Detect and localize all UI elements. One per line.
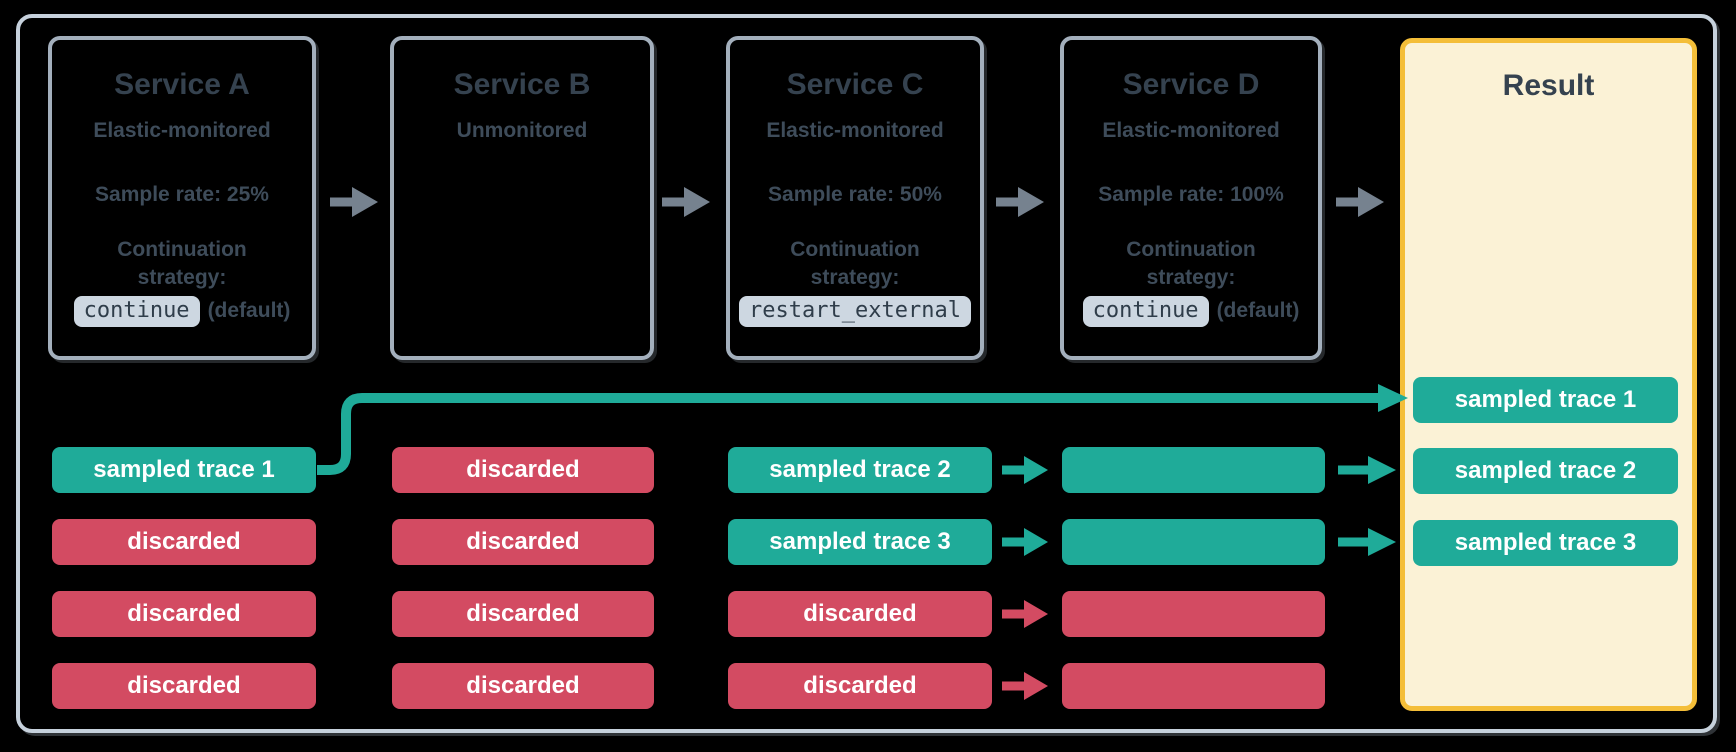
service-c-strategy-label: Continuation strategy: xyxy=(790,238,920,289)
trace-bar-d-2 xyxy=(1062,519,1325,565)
trace-badge-c-3: discarded xyxy=(728,591,992,637)
trace-badge-b-1: discarded xyxy=(392,447,654,493)
trace-badge-c-1: sampled trace 2 xyxy=(728,447,992,493)
service-a-strategy-default-label: (default) xyxy=(207,299,291,322)
trace-badge-b-4: discarded xyxy=(392,663,654,709)
trace-bar-d-3 xyxy=(1062,591,1325,637)
service-d-box: Service D Elastic-monitored Sample rate:… xyxy=(1060,36,1322,360)
result-trace-badge: sampled trace 1 xyxy=(1413,377,1678,423)
diagram-container xyxy=(16,14,1717,733)
service-a-strategy-code-chip: continue xyxy=(73,295,200,327)
result-trace-badge: sampled trace 2 xyxy=(1413,448,1678,494)
service-d-strategy-default-label: (default) xyxy=(1216,299,1300,322)
result-title: Result xyxy=(1502,69,1595,102)
trace-badge-c-2: sampled trace 3 xyxy=(728,519,992,565)
trace-badge-b-2: discarded xyxy=(392,519,654,565)
service-d-sample-rate: Sample rate: 100% xyxy=(1098,183,1284,206)
service-d-monitoring: Elastic-monitored xyxy=(1102,119,1280,142)
service-c-strategy-code-chip: restart_external xyxy=(739,295,971,327)
trace-badge-a-4: discarded xyxy=(52,663,316,709)
service-b-box: Service B Unmonitored xyxy=(390,36,654,360)
trace-badge-a-1: sampled trace 1 xyxy=(52,447,316,493)
trace-bar-d-4 xyxy=(1062,663,1325,709)
result-trace-badge: sampled trace 3 xyxy=(1413,520,1678,566)
trace-bar-d-1 xyxy=(1062,447,1325,493)
service-a-sample-rate: Sample rate: 25% xyxy=(95,183,269,206)
service-d-strategy-code-chip: continue xyxy=(1082,295,1209,327)
service-c-title: Service C xyxy=(786,68,924,101)
trace-badge-c-4: discarded xyxy=(728,663,992,709)
service-a-monitoring: Elastic-monitored xyxy=(93,119,271,142)
service-a-strategy-label: Continuation strategy: xyxy=(117,238,247,289)
service-d-title: Service D xyxy=(1122,68,1260,101)
service-d-strategy-row: continue (default) xyxy=(1064,294,1318,328)
service-c-monitoring: Elastic-monitored xyxy=(766,119,944,142)
service-a-strategy-row: continue (default) xyxy=(52,294,312,328)
service-b-title: Service B xyxy=(453,68,591,101)
service-c-sample-rate: Sample rate: 50% xyxy=(768,183,942,206)
service-b-monitoring: Unmonitored xyxy=(456,119,588,142)
trace-badge-a-2: discarded xyxy=(52,519,316,565)
service-a-box: Service A Elastic-monitored Sample rate:… xyxy=(48,36,316,360)
service-a-title: Service A xyxy=(114,68,250,101)
trace-badge-a-3: discarded xyxy=(52,591,316,637)
result-box: Result xyxy=(1400,38,1697,711)
trace-badge-b-3: discarded xyxy=(392,591,654,637)
service-d-strategy-label: Continuation strategy: xyxy=(1126,238,1256,289)
service-c-strategy-row: restart_external xyxy=(730,294,980,328)
service-c-box: Service C Elastic-monitored Sample rate:… xyxy=(726,36,984,360)
